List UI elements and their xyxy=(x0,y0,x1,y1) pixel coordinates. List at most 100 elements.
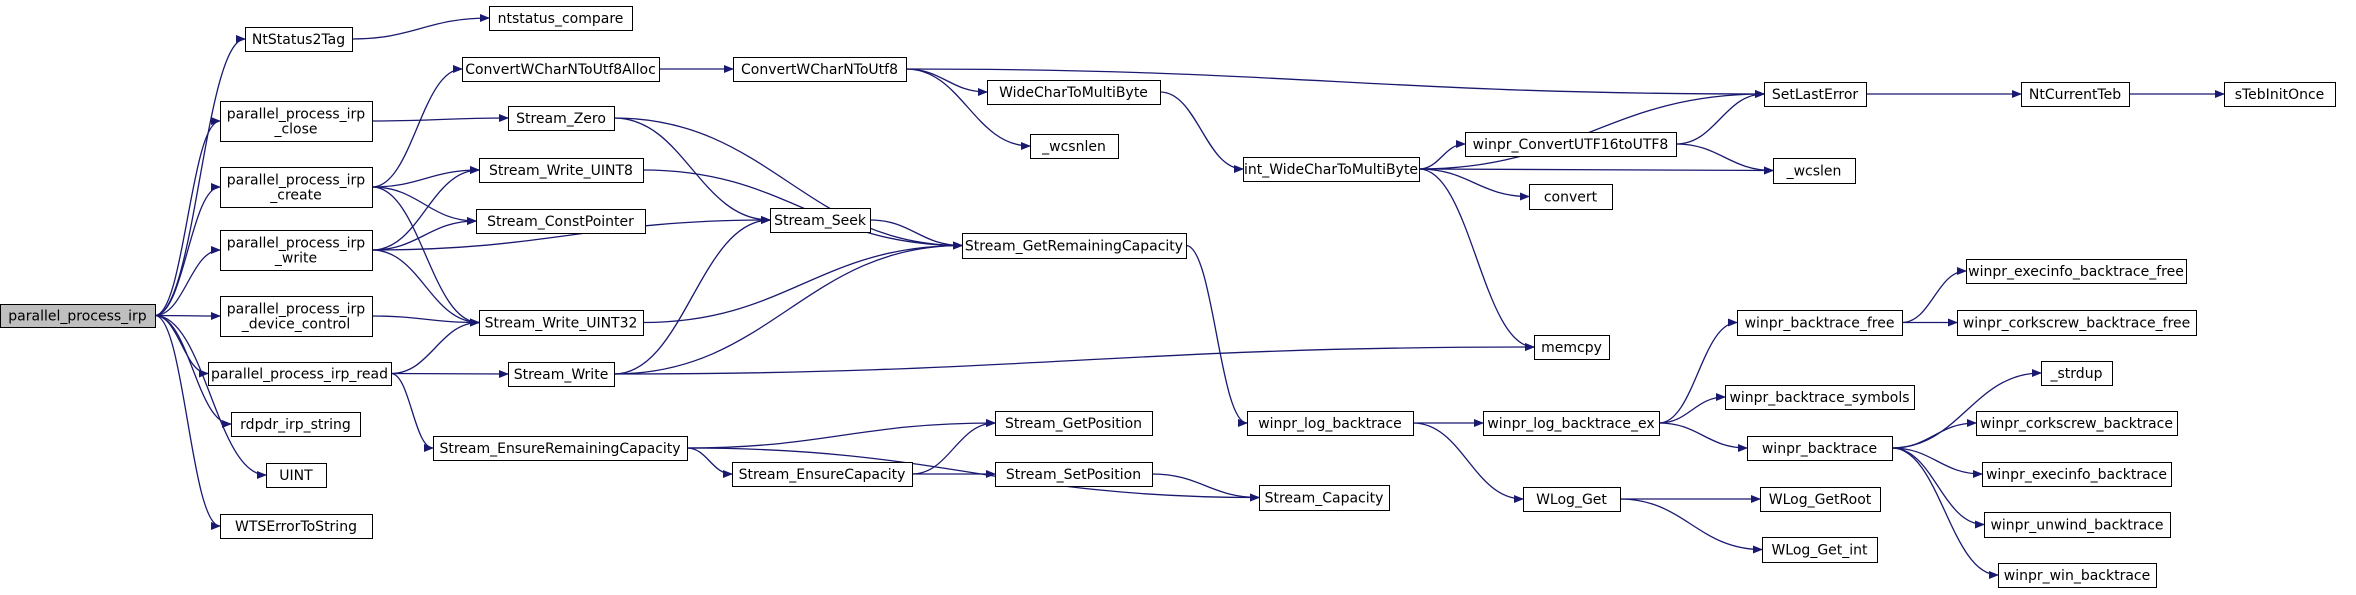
node-label: ConvertWCharNToUtf8 xyxy=(741,62,898,78)
node-convert[interactable]: convert xyxy=(1529,184,1613,210)
node-label: winpr_execinfo_backtrace xyxy=(1986,467,2167,483)
node-ntstatus2tag[interactable]: NtStatus2Tag xyxy=(245,27,353,52)
edge-line xyxy=(1891,369,2042,449)
edge-line xyxy=(1185,244,1248,427)
node-box xyxy=(0,304,156,328)
node-setlasterror[interactable]: SetLastError xyxy=(1764,82,1867,107)
node-convutf16[interactable]: winpr_ConvertUTF16toUTF8 xyxy=(1465,132,1677,157)
node-label: Stream_SetPosition xyxy=(1006,467,1141,483)
node-uint[interactable]: UINT xyxy=(266,463,327,488)
node-stebinitonce[interactable]: sTebInitOnce xyxy=(2224,82,2336,107)
node-bt-free[interactable]: winpr_backtrace_free xyxy=(1737,310,1903,336)
node-ntstatus-compare[interactable]: ntstatus_compare xyxy=(489,6,633,31)
node-execinfo-free[interactable]: winpr_execinfo_backtrace_free xyxy=(1966,259,2187,284)
node-stream-setpos[interactable]: Stream_SetPosition xyxy=(995,462,1153,487)
node-wlog-getroot[interactable]: WLog_GetRoot xyxy=(1760,487,1881,512)
node-stream-write-uint32[interactable]: Stream_Write_UINT32 xyxy=(479,310,644,336)
edge-line xyxy=(686,447,733,478)
node-ppi-close[interactable]: parallel_process_irp_close xyxy=(220,101,373,142)
node-stream-write[interactable]: Stream_Write xyxy=(508,362,615,387)
node-box xyxy=(433,436,688,461)
edge-stream-ensurecap-to-stream-getpos xyxy=(911,419,996,475)
node-wcsnlen[interactable]: _wcsnlen xyxy=(1030,134,1119,159)
edge-line xyxy=(154,314,209,378)
node-stream-ensurerem[interactable]: Stream_EnsureRemainingCapacity xyxy=(433,436,688,461)
edge-stream-write-uint32-to-stream-getremcap xyxy=(642,241,963,324)
edge-stream-write-to-stream-seek xyxy=(613,216,771,375)
edge-line xyxy=(1418,140,1466,170)
node-stream-seek[interactable]: Stream_Seek xyxy=(770,208,871,233)
node-ppi-write[interactable]: parallel_process_irp_write xyxy=(220,230,373,271)
edge-line xyxy=(371,216,771,251)
node-wtserror[interactable]: WTSErrorToString xyxy=(220,514,373,539)
node-stream-constpointer[interactable]: Stream_ConstPointer xyxy=(476,209,646,234)
node-log-backtrace[interactable]: winpr_log_backtrace xyxy=(1247,411,1414,436)
node-cwc-alloc[interactable]: ConvertWCharNToUtf8Alloc xyxy=(462,57,660,82)
node-execinfo-bt[interactable]: winpr_execinfo_backtrace xyxy=(1982,462,2172,487)
node-memcpy[interactable]: memcpy xyxy=(1534,335,1610,360)
node-label: _close xyxy=(273,122,317,138)
edge-line xyxy=(1891,419,1977,449)
node-label: winpr_corkscrew_backtrace xyxy=(1980,416,2173,432)
edge-line xyxy=(1901,267,1967,324)
edge-ppi-create-to-cwc-alloc xyxy=(371,65,463,188)
edge-cwc-to-wcsnlen xyxy=(905,68,1031,150)
node-stream-capacity[interactable]: Stream_Capacity xyxy=(1259,485,1390,511)
node-stream-ensurecap[interactable]: Stream_EnsureCapacity xyxy=(732,462,913,487)
node-rdpdr-irp-string[interactable]: rdpdr_irp_string xyxy=(231,412,361,437)
node-int-wctmb[interactable]: int_WideCharToMultiByte xyxy=(1243,157,1420,182)
node-wctmb[interactable]: WideCharToMultiByte xyxy=(987,80,1161,105)
node-ppi-create[interactable]: parallel_process_irp_create xyxy=(220,167,373,208)
node-corkscrew-bt[interactable]: winpr_corkscrew_backtrace xyxy=(1976,411,2178,436)
edge-line xyxy=(613,241,963,375)
node-root[interactable]: parallel_process_irp xyxy=(0,304,156,328)
node-log-backtrace-ex[interactable]: winpr_log_backtrace_ex xyxy=(1483,411,1660,436)
node-backtrace[interactable]: winpr_backtrace xyxy=(1747,436,1893,461)
node-label: WLog_GetRoot xyxy=(1769,492,1872,508)
node-stream-zero[interactable]: Stream_Zero xyxy=(508,106,615,131)
edge-line xyxy=(613,343,1535,375)
node-box xyxy=(220,296,373,337)
edge-ppi-read-to-stream-ensurerem xyxy=(390,372,434,452)
node-label: winpr_ConvertUTF16toUTF8 xyxy=(1473,137,1669,153)
node-wlog-get-int[interactable]: WLog_Get_int xyxy=(1762,537,1878,563)
edge-line xyxy=(905,68,988,96)
edge-stream-write-to-memcpy xyxy=(613,343,1535,375)
edge-root-to-ppi-write xyxy=(154,246,221,317)
node-ntcurrentteb[interactable]: NtCurrentTeb xyxy=(2021,82,2130,107)
node-unwind-bt[interactable]: winpr_unwind_backtrace xyxy=(1984,512,2171,538)
node-ppi-read[interactable]: parallel_process_irp_read xyxy=(208,362,392,386)
node-stream-write-uint8[interactable]: Stream_Write_UINT8 xyxy=(479,158,644,183)
node-win-bt[interactable]: winpr_win_backtrace xyxy=(1998,563,2157,588)
edge-cwc-to-wctmb xyxy=(905,68,988,96)
edge-stream-getremcap-to-log-backtrace xyxy=(1185,244,1248,427)
node-wcslen[interactable]: _wcslen xyxy=(1773,158,1856,184)
edge-int-wctmb-to-convutf16 xyxy=(1418,140,1466,170)
edge-line xyxy=(371,166,480,251)
node-box xyxy=(508,362,615,387)
node-strdup[interactable]: _strdup xyxy=(2041,361,2113,386)
edge-line xyxy=(642,241,963,324)
node-label: WideCharToMultiByte xyxy=(999,85,1148,101)
node-box xyxy=(1259,485,1390,511)
edge-log-backtrace-ex-to-bt-symbols xyxy=(1658,393,1726,424)
node-stream-getpos[interactable]: Stream_GetPosition xyxy=(995,411,1153,436)
node-corkscrew-free[interactable]: winpr_corkscrew_backtrace_free xyxy=(1957,310,2197,336)
edge-ppi-write-to-stream-write-uint8 xyxy=(371,166,480,251)
edge-root-to-ppi-close xyxy=(154,117,221,317)
edges-layer xyxy=(154,14,2225,579)
node-box xyxy=(1529,184,1613,210)
node-wlog-get[interactable]: WLog_Get xyxy=(1523,487,1621,512)
node-stream-getremcap[interactable]: Stream_GetRemainingCapacity xyxy=(962,233,1187,259)
node-label: rdpdr_irp_string xyxy=(240,417,351,433)
edge-line xyxy=(371,166,480,188)
edge-root-to-ntstatus2tag xyxy=(154,35,246,317)
node-bt-symbols[interactable]: winpr_backtrace_symbols xyxy=(1725,385,1915,410)
node-box xyxy=(1764,82,1867,107)
node-label: winpr_log_backtrace_ex xyxy=(1487,416,1654,432)
node-cwc[interactable]: ConvertWCharNToUtf8 xyxy=(733,57,907,82)
node-label: UINT xyxy=(279,468,313,484)
node-ppi-devctl[interactable]: parallel_process_irp_device_control xyxy=(220,296,373,337)
edge-line xyxy=(1658,318,1738,424)
edge-line xyxy=(1418,166,1774,175)
